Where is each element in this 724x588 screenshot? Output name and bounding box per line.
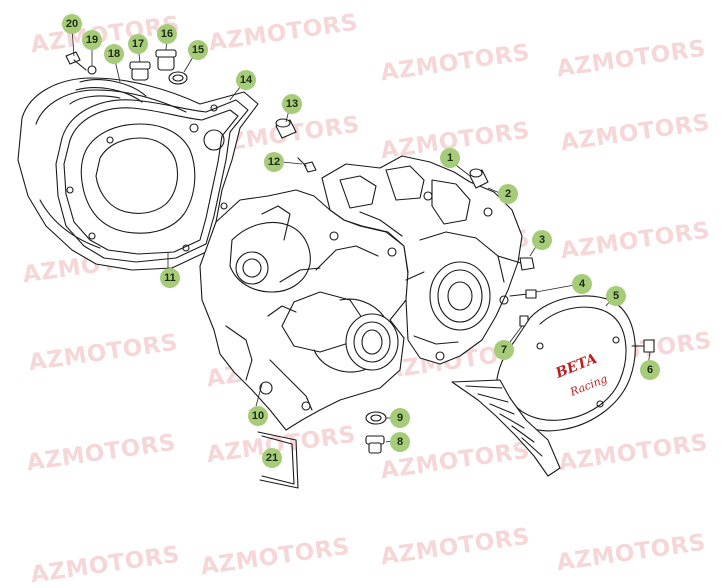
callout-18[interactable]: 18 <box>104 44 124 64</box>
callout-15[interactable]: 15 <box>188 40 208 60</box>
drain-plug-8 <box>365 435 385 454</box>
ignition-cover: BETA Racing <box>451 295 636 477</box>
callout-6[interactable]: 6 <box>640 360 660 380</box>
callout-16[interactable]: 16 <box>157 24 177 44</box>
callout-9[interactable]: 9 <box>390 408 410 428</box>
bolt-4 <box>509 289 537 299</box>
dowel-1 <box>469 168 489 189</box>
washer-19 <box>87 65 97 75</box>
plug-16 <box>155 49 177 71</box>
left-crankcase <box>199 189 409 431</box>
callout-14[interactable]: 14 <box>236 70 256 90</box>
clip-21 <box>257 431 299 489</box>
callout-3[interactable]: 3 <box>532 230 552 250</box>
callout-20[interactable]: 20 <box>62 14 82 34</box>
screw-6 <box>631 339 655 353</box>
plug-17 <box>129 61 151 81</box>
callout-10[interactable]: 10 <box>248 406 268 426</box>
callout-21[interactable]: 21 <box>262 448 282 468</box>
screw-12 <box>297 157 317 173</box>
callout-8[interactable]: 8 <box>390 432 410 452</box>
callout-12[interactable]: 12 <box>264 152 284 172</box>
callout-17[interactable]: 17 <box>128 34 148 54</box>
callout-1[interactable]: 1 <box>440 148 460 168</box>
dowel-13 <box>275 118 297 139</box>
bolt-3 <box>497 255 535 271</box>
gasket-outer-ring <box>75 79 147 103</box>
callout-11[interactable]: 11 <box>160 268 180 288</box>
callout-13[interactable]: 13 <box>282 94 302 114</box>
washer-9 <box>365 411 387 425</box>
callout-2[interactable]: 2 <box>498 184 518 204</box>
right-crankcase <box>321 155 523 365</box>
callout-5[interactable]: 5 <box>606 286 626 306</box>
oring-15 <box>168 71 188 85</box>
callout-7[interactable]: 7 <box>494 340 514 360</box>
callout-4[interactable]: 4 <box>572 274 592 294</box>
callout-19[interactable]: 19 <box>82 30 102 50</box>
screw-20 <box>65 51 87 71</box>
cover-gasket <box>55 99 249 263</box>
